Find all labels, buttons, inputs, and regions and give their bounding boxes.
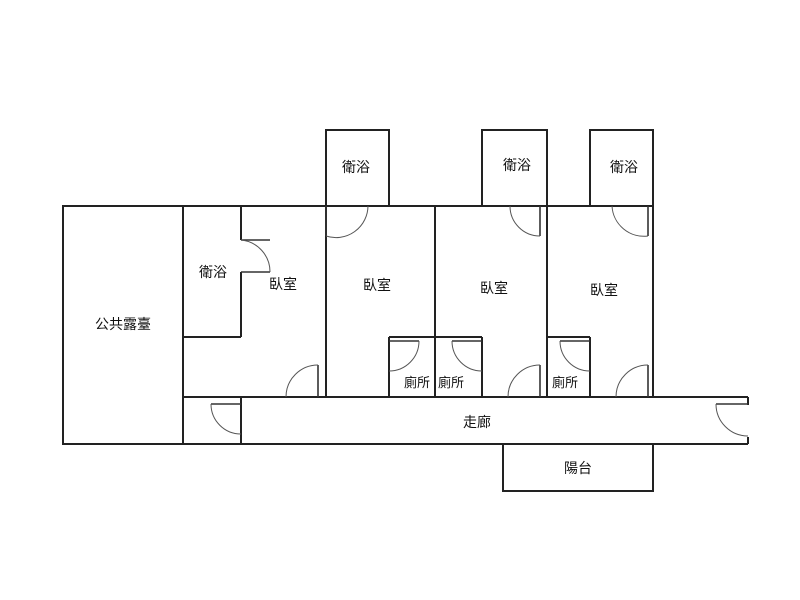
label-bath-2: 衛浴	[342, 160, 370, 176]
label-bedroom-2: 臥室	[363, 277, 391, 294]
label-corridor: 走廊	[463, 414, 491, 431]
door-bath-3[interactable]	[509, 205, 541, 237]
label-bath-3: 衛浴	[503, 158, 531, 174]
door-toilet-2[interactable]	[451, 340, 483, 372]
door-bath-2[interactable]	[325, 205, 369, 239]
label-bedroom-1: 臥室	[269, 276, 297, 293]
label-public-terrace: 公共露臺	[95, 317, 151, 333]
door-bath-4[interactable]	[611, 205, 649, 237]
door-toilet-3[interactable]	[559, 340, 591, 372]
label-bath-4: 衛浴	[610, 160, 638, 176]
label-balcony: 陽台	[564, 461, 592, 477]
label-bedroom-3: 臥室	[480, 280, 508, 297]
door-bedroom-3[interactable]	[507, 364, 541, 398]
label-toilet-3: 廁所	[552, 375, 578, 391]
door-toilet-1[interactable]	[388, 340, 420, 372]
door-bedroom-1[interactable]	[285, 364, 319, 398]
label-bedroom-4: 臥室	[590, 282, 618, 299]
label-bath-left: 衛浴	[199, 265, 227, 281]
door-bath-left[interactable]	[240, 239, 271, 273]
balcony-room	[502, 443, 654, 492]
label-toilet-2: 廁所	[438, 375, 464, 391]
door-corridor-west[interactable]	[210, 403, 242, 435]
label-toilet-1: 廁所	[404, 375, 430, 391]
door-bedroom-4[interactable]	[615, 364, 649, 398]
door-corridor-east[interactable]	[715, 403, 749, 437]
